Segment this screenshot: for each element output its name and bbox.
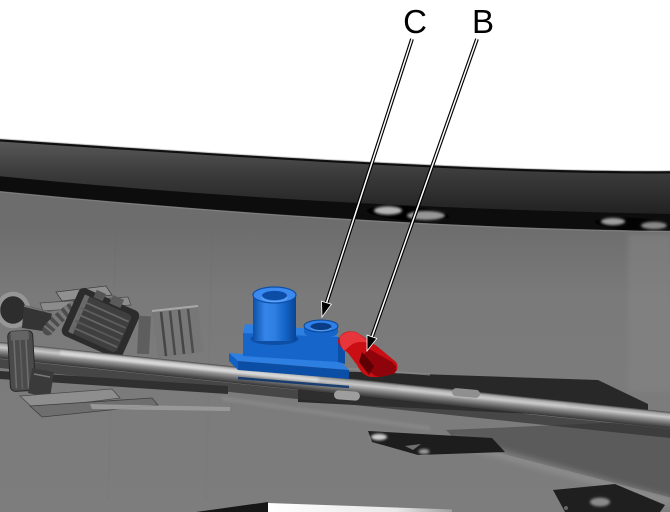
callout-label-c: C xyxy=(403,3,427,40)
rod-specular-right xyxy=(397,386,568,408)
finned-bracket xyxy=(151,305,203,358)
bracket-tab-right xyxy=(452,388,480,398)
bumper-band xyxy=(0,140,670,230)
callout-c: C xyxy=(321,3,427,319)
retainer-clip xyxy=(338,331,398,377)
bottom-dark-wedge xyxy=(196,502,268,512)
corrugated-conduit-ribs xyxy=(43,294,91,334)
sensor-mounting-boss xyxy=(303,319,339,338)
sensor-base-bottom-edge xyxy=(237,376,350,389)
sensor-base-front xyxy=(238,361,349,379)
rod-clamp-assembly xyxy=(7,330,230,418)
sensor-tower-bore xyxy=(262,290,287,301)
retainer-clip-highlight xyxy=(339,331,372,351)
sensor-base-top xyxy=(229,353,349,370)
rod-shadow xyxy=(0,359,670,438)
leader-line-c-core xyxy=(325,38,413,304)
retaining-clip-edge xyxy=(33,373,51,378)
callout-label-b: B xyxy=(472,3,494,40)
sensor-base-left-tip xyxy=(229,353,238,370)
retainer-clip-notch xyxy=(359,352,374,375)
base-plate-upper xyxy=(19,388,121,410)
bottom-white-wedge xyxy=(268,503,452,512)
bumper-band-top-bevel xyxy=(0,138,670,172)
bracket-post xyxy=(137,315,151,355)
arrowhead-b-icon xyxy=(366,334,378,353)
sensor-connector-tower xyxy=(250,286,299,345)
rod-specular-left xyxy=(59,350,319,382)
bumper-band-top-edge xyxy=(0,138,670,174)
fascia-crease-right xyxy=(628,234,670,392)
leader-line-b-core xyxy=(371,38,478,338)
bumper-groove xyxy=(0,176,670,231)
harness-connector xyxy=(61,288,140,359)
under-rod-highlight xyxy=(222,396,430,431)
fascia-mount-tab-center xyxy=(368,431,505,455)
wiring-harness-assembly xyxy=(0,285,228,394)
base-plate-rail xyxy=(90,404,230,411)
grommet-bracket-edge xyxy=(23,305,53,314)
fascia-corner-shadow xyxy=(446,420,670,498)
arrowhead-c-icon xyxy=(321,300,333,319)
sensor-assembly xyxy=(229,286,398,389)
groove-slot-right xyxy=(595,217,669,231)
retaining-clip-small xyxy=(28,368,54,398)
sensor-boss-hole xyxy=(310,322,332,331)
callout-b: B xyxy=(366,3,494,353)
lower-support-bar xyxy=(0,371,228,394)
fascia-mount-tab-right xyxy=(553,484,665,512)
bumper-groove-lower-bevel xyxy=(0,190,670,233)
bracket-tab-left xyxy=(333,390,360,401)
